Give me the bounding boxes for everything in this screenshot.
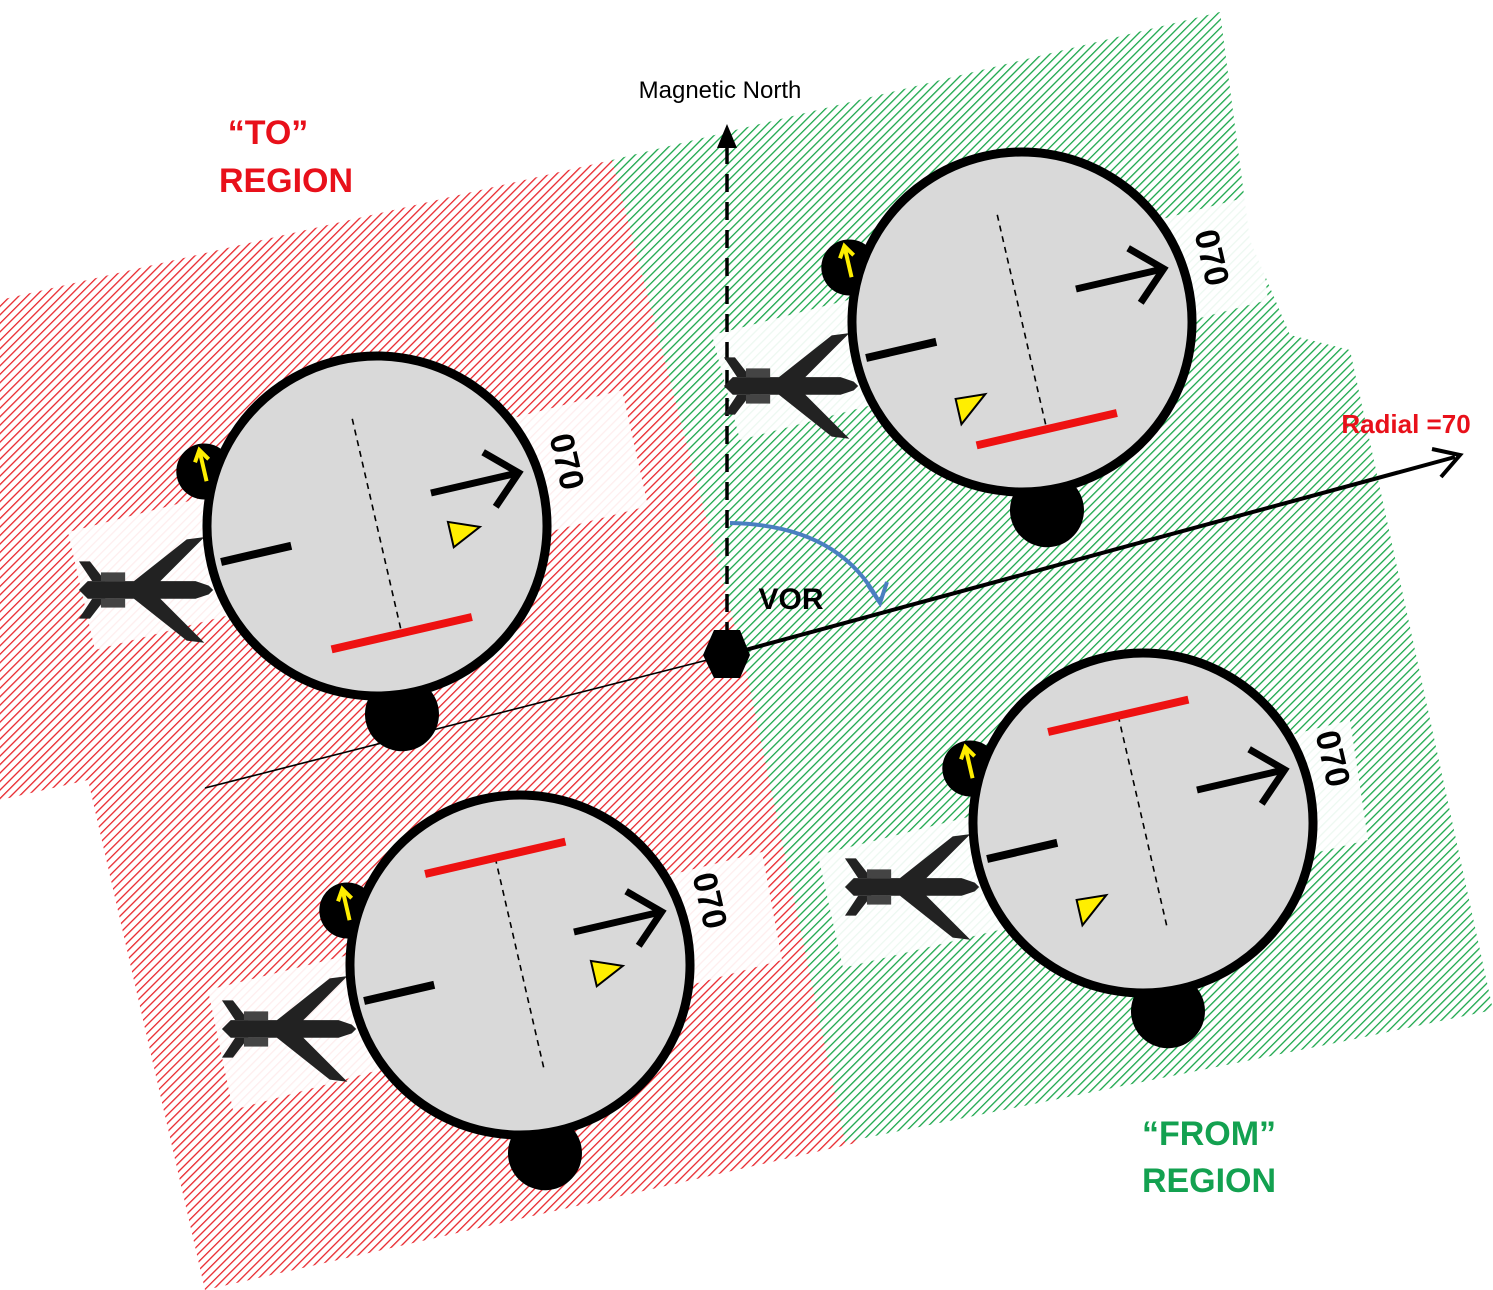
knob-arrow-icon [963, 748, 975, 779]
course-arrow-icon [573, 888, 667, 948]
course-arrow-icon [1196, 746, 1290, 806]
course-arrow-icon [1075, 245, 1169, 305]
bearing-arc-arrowhead-icon [866, 581, 889, 608]
from-flag-icon [1075, 893, 1109, 928]
radial-arrowhead-icon [1431, 447, 1464, 479]
knob-arrow-icon [340, 890, 352, 921]
cdi-needle [330, 613, 473, 654]
bearing-arc [729, 521, 889, 608]
course-centerline [1117, 715, 1169, 931]
course-centerline [351, 418, 403, 634]
from-region-label-line2: REGION [1142, 1162, 1276, 1200]
from-flag-icon [954, 392, 988, 427]
magnetic-north-line [717, 124, 737, 640]
glideslope-marker [865, 337, 938, 362]
course-centerline [494, 857, 546, 1073]
magnetic-north-label: Magnetic North [639, 77, 802, 104]
vor-station-icon [703, 630, 750, 678]
from-region-label-line1: “FROM” [1142, 1115, 1276, 1153]
vor-indicator-top-left: 070 [78, 351, 591, 752]
course-arrow-icon [430, 449, 524, 509]
to-region-label-line2: REGION [219, 162, 353, 200]
cdi-needle [975, 409, 1118, 450]
north-arrowhead-icon [717, 124, 737, 148]
vor-label: VOR [758, 583, 823, 616]
radial-label: Radial =70 [1341, 409, 1470, 439]
vor-indicator-top-right: 070 [723, 147, 1236, 548]
reciprocal-line [204, 654, 728, 789]
knob-arrow-icon [842, 247, 854, 278]
course-centerline [996, 214, 1048, 430]
glideslope-marker [986, 838, 1059, 863]
glideslope-marker [220, 541, 293, 566]
to-flag-icon [589, 959, 626, 989]
cdi-needle [1047, 695, 1190, 736]
radial-line [204, 447, 1464, 789]
cdi-needle [424, 837, 567, 878]
glideslope-marker [363, 980, 436, 1005]
to-region-label-line1: “TO” [228, 114, 309, 152]
to-flag-icon [446, 520, 483, 550]
knob-arrow-icon [197, 451, 209, 482]
vor-indicator-bottom-left: 070 [221, 790, 734, 1191]
